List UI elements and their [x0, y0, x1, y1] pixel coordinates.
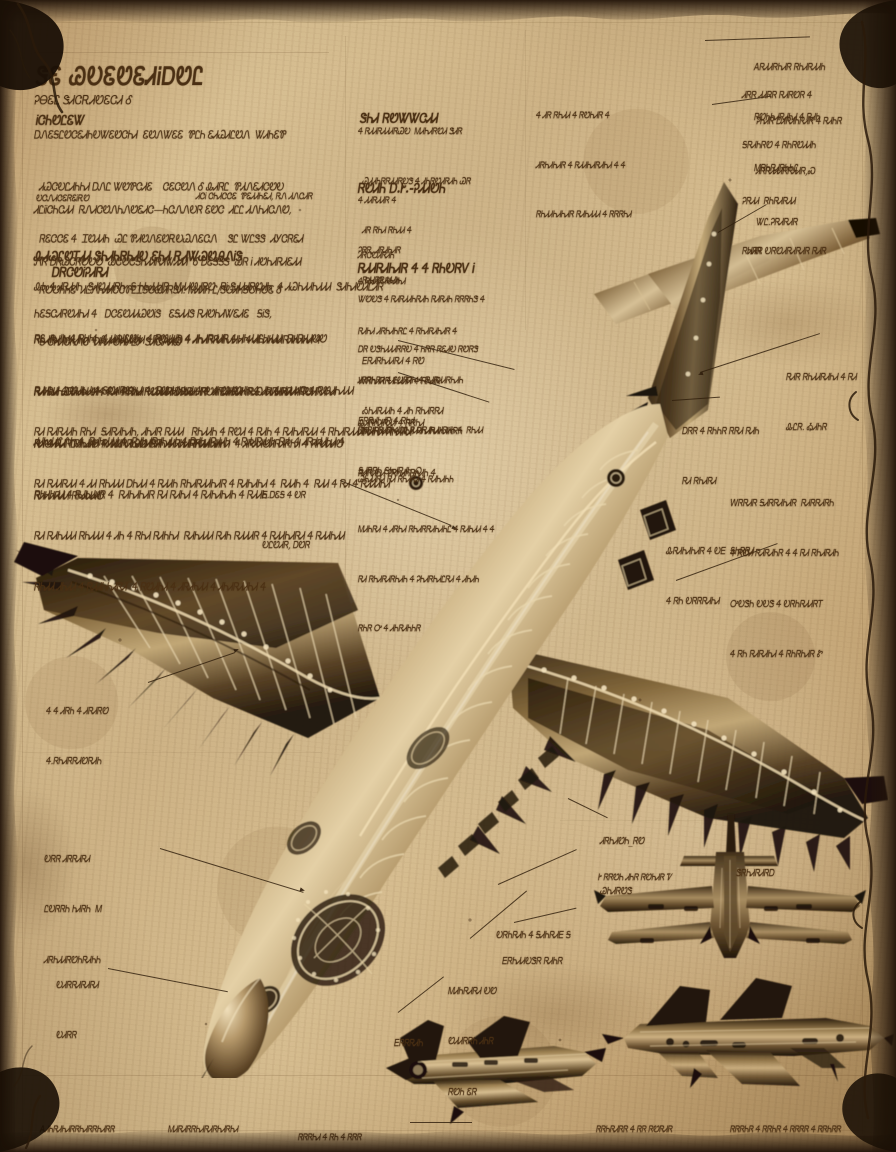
- sensor-node: [409, 476, 423, 490]
- vertical-fin: [612, 182, 738, 438]
- fuselage: [201, 404, 668, 1078]
- port-wing: [14, 542, 381, 776]
- engine-nacelle: [607, 469, 676, 590]
- figure-three-quarter: [386, 1016, 606, 1124]
- figure-side-profile: [602, 978, 894, 1088]
- rule-mid-left: [22, 752, 322, 753]
- figure-plan-view: [594, 814, 866, 958]
- leader-footer-mark: [410, 1122, 472, 1123]
- rule-right: [862, 14, 863, 1134]
- figure-main-cutaway: [14, 182, 888, 1078]
- canopy-glazing: [290, 890, 386, 986]
- rule-title-underline: [34, 52, 329, 53]
- rule-col-2: [525, 30, 526, 330]
- rule-footer-bottom: [22, 1130, 864, 1131]
- starboard-wing: [508, 648, 888, 872]
- rule-left: [22, 14, 23, 1138]
- rule-top: [22, 22, 864, 23]
- rule-col-1: [345, 36, 346, 596]
